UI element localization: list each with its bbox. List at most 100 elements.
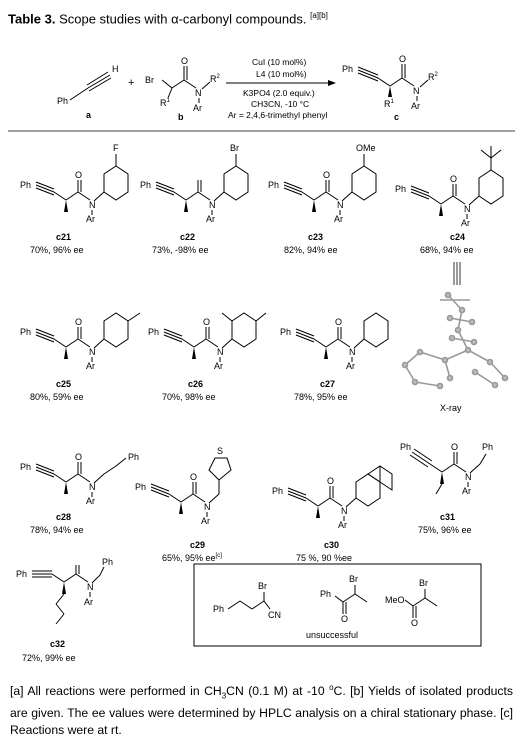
xray-structure — [401, 291, 509, 390]
condition-4: CH3CN, -10 °C — [251, 99, 309, 109]
svg-text:N: N — [337, 200, 344, 210]
c29-result: 65%, 95% ee[c] — [162, 553, 222, 563]
c24-result: 68%, 94% ee — [420, 245, 474, 255]
svg-text:Ar: Ar — [214, 361, 223, 371]
svg-text:Ph: Ph — [128, 452, 139, 462]
svg-text:N: N — [349, 347, 356, 357]
svg-text:N: N — [89, 482, 96, 492]
general-reaction: Ph H a + Br O N R2 Ar R1 b CuI (10 mol%)… — [57, 54, 439, 122]
unsuccessful-substrate-1: Ph Br CN — [213, 581, 281, 620]
svg-text:O: O — [335, 317, 342, 327]
c25-id: c25 — [56, 379, 71, 389]
svg-text:F: F — [113, 143, 119, 153]
c21-result: 70%, 96% ee — [30, 245, 84, 255]
c23-id: c23 — [308, 232, 323, 242]
svg-text:Ar: Ar — [86, 214, 95, 224]
svg-text:MeO: MeO — [385, 595, 405, 605]
svg-text:Ar: Ar — [201, 516, 210, 526]
c31-id: c31 — [440, 512, 455, 522]
svg-text:O: O — [341, 614, 348, 624]
svg-text:O: O — [203, 317, 210, 327]
svg-text:N: N — [209, 200, 216, 210]
compound-c25: Ph O N Ar — [20, 312, 141, 371]
svg-text:Ph: Ph — [272, 486, 283, 496]
unsuccessful-substrate-2: Ph O Br — [320, 574, 368, 624]
svg-text:Ar: Ar — [206, 214, 215, 224]
product-label: c — [394, 112, 399, 122]
svg-text:N: N — [204, 502, 211, 512]
svg-text:N: N — [89, 347, 96, 357]
svg-text:N: N — [413, 86, 420, 96]
svg-text:S: S — [217, 446, 223, 456]
c24-id: c24 — [450, 232, 465, 242]
compound-c31: Ph O N Ph Ar — [400, 442, 493, 496]
table-caption: Scope studies with α-carbonyl compounds. — [55, 11, 311, 27]
c25-result: 80%, 59% ee — [30, 392, 84, 402]
product-c: Ph O N R2 Ar R1 c — [342, 54, 439, 122]
svg-text:O: O — [327, 476, 334, 486]
xray-label: X-ray — [440, 403, 462, 413]
svg-text:Br: Br — [349, 574, 358, 584]
ph-label: Ph — [57, 96, 68, 106]
reactant-a-label: a — [86, 110, 92, 120]
svg-text:Ph: Ph — [16, 569, 27, 579]
table-number: Table 3. — [8, 11, 56, 27]
svg-text:Ph: Ph — [395, 184, 406, 194]
c31-result: 75%, 96% ee — [418, 525, 472, 535]
svg-text:Ph: Ph — [102, 557, 113, 567]
svg-text:Ar: Ar — [84, 597, 93, 607]
reactant-b: Br O N R2 Ar R1 b — [145, 56, 221, 122]
compound-c22: Ph N Ar Br — [140, 143, 249, 224]
c29-id: c29 — [190, 540, 205, 550]
c22-result: 73%, -98% ee — [152, 245, 209, 255]
svg-text:Ph: Ph — [140, 180, 151, 190]
svg-text:Ph: Ph — [280, 327, 291, 337]
h-label: H — [112, 64, 119, 74]
svg-text:Ph: Ph — [482, 442, 493, 452]
unsuccessful-substrate-3: MeO O Br — [385, 578, 438, 628]
ar-label: Ar — [193, 103, 202, 113]
c22-id: c22 — [180, 232, 195, 242]
svg-text:Ar: Ar — [86, 496, 95, 506]
plus-sign: + — [128, 77, 134, 89]
svg-text:Br: Br — [230, 143, 239, 153]
condition-3: K3PO4 (2.0 equiv.) — [243, 88, 315, 98]
svg-text:Ph: Ph — [148, 327, 159, 337]
r2-label: R2 — [210, 74, 221, 84]
svg-text:N: N — [89, 200, 96, 210]
svg-text:N: N — [87, 582, 94, 592]
c28-result: 78%, 94% ee — [30, 525, 84, 535]
svg-text:Ar: Ar — [411, 101, 420, 111]
svg-text:Ph: Ph — [320, 589, 331, 599]
compound-c23: Ph O N Ar OMe — [268, 143, 377, 224]
svg-text:Ph: Ph — [268, 180, 279, 190]
svg-text:Ph: Ph — [135, 482, 146, 492]
svg-text:O: O — [399, 54, 406, 64]
unsuccessful-label: unsuccessful — [306, 630, 358, 640]
svg-text:Ar: Ar — [462, 486, 471, 496]
svg-text:CN: CN — [268, 610, 281, 620]
compound-c21: Ph O N Ar F — [20, 143, 129, 224]
svg-text:O: O — [75, 452, 82, 462]
c27-result: 78%, 95% ee — [294, 392, 348, 402]
svg-text:R1: R1 — [384, 99, 395, 109]
svg-text:N: N — [341, 506, 348, 516]
svg-text:O: O — [411, 618, 418, 628]
svg-text:N: N — [464, 204, 471, 214]
svg-text:O: O — [75, 317, 82, 327]
c30-result: 75 %, 90 %ee — [296, 553, 352, 563]
c27-id: c27 — [320, 379, 335, 389]
c32-id: c32 — [50, 639, 65, 649]
table-refs: [a][b] — [310, 11, 328, 20]
o-label: O — [181, 56, 188, 66]
compound-c30: Ph O N Ar — [272, 465, 393, 530]
c28-id: c28 — [56, 512, 71, 522]
svg-text:Ar: Ar — [338, 520, 347, 530]
c21-id: c21 — [56, 232, 71, 242]
compound-c27: Ph O N Ar — [280, 312, 389, 371]
c26-result: 70%, 98% ee — [162, 392, 216, 402]
compound-c26: Ph O N Ar — [148, 312, 267, 371]
svg-text:Br: Br — [258, 581, 267, 591]
c23-result: 82%, 94% ee — [284, 245, 338, 255]
